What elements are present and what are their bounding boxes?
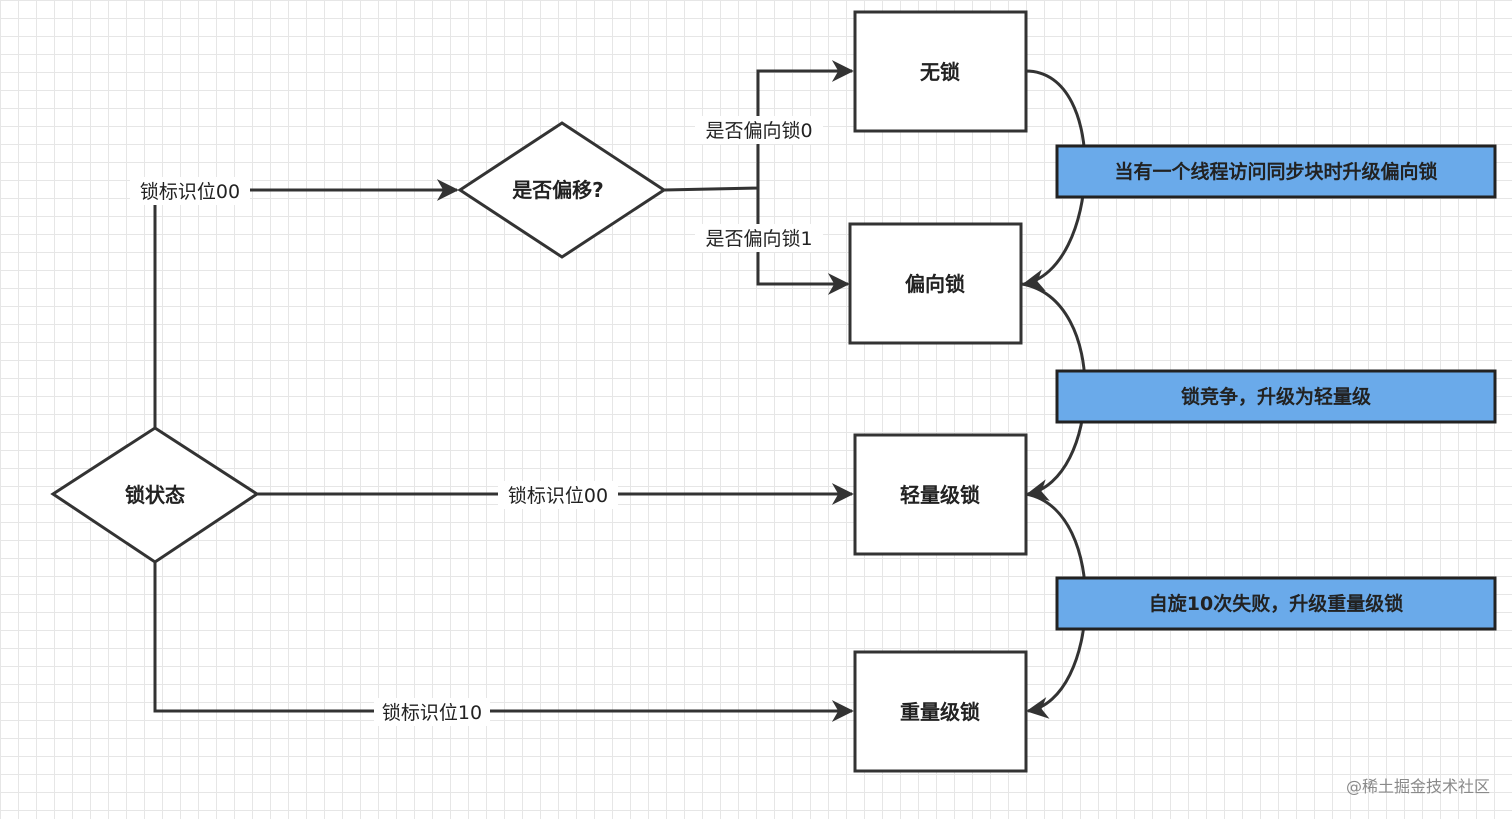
edge-label-to-is-biased: 锁标识位00: [140, 181, 240, 203]
note-upgrade-biased-text: 当有一个线程访问同步块时升级偏向锁: [1114, 160, 1437, 183]
edge-is-biased-to-biased-lock: [756, 188, 850, 295]
box-no-lock: [853, 10, 1028, 133]
note-upgrade-heavyweight-text: 自旋10次失败，升级重量级锁: [1149, 592, 1403, 615]
box-no-lock-label: 无锁: [920, 60, 960, 84]
edge-label-biased-1: 是否偏向锁1: [705, 228, 812, 250]
box-heavyweight-lock-label: 重量级锁: [900, 700, 980, 724]
box-biased-lock: [848, 222, 1023, 345]
box-biased-lock-label: 偏向锁: [905, 272, 965, 296]
box-lightweight-lock-label: 轻量级锁: [900, 483, 980, 507]
note-upgrade-lightweight: [1055, 369, 1497, 424]
edge-label-to-heavyweight: 锁标识位10: [382, 702, 482, 724]
decision-is-biased-label: 是否偏移?: [511, 178, 604, 202]
decision-is-biased: [457, 121, 667, 259]
note-upgrade-heavyweight: [1055, 576, 1497, 631]
edge-label-biased-0: 是否偏向锁0: [705, 120, 812, 142]
note-upgrade-biased: [1055, 144, 1497, 199]
edge-lock-state-to-is-biased: [153, 179, 459, 428]
box-heavyweight-lock: [853, 650, 1028, 773]
decision-lock-state-label: 锁状态: [125, 483, 185, 507]
note-upgrade-lightweight-text: 锁竞争，升级为轻量级: [1181, 385, 1371, 408]
edge-lock-state-to-heavyweight: [153, 562, 854, 722]
box-lightweight-lock: [853, 433, 1028, 556]
edge-label-to-lightweight: 锁标识位00: [508, 485, 608, 507]
watermark: @稀土掘金技术社区: [1346, 777, 1490, 796]
decision-lock-state: [50, 426, 260, 564]
